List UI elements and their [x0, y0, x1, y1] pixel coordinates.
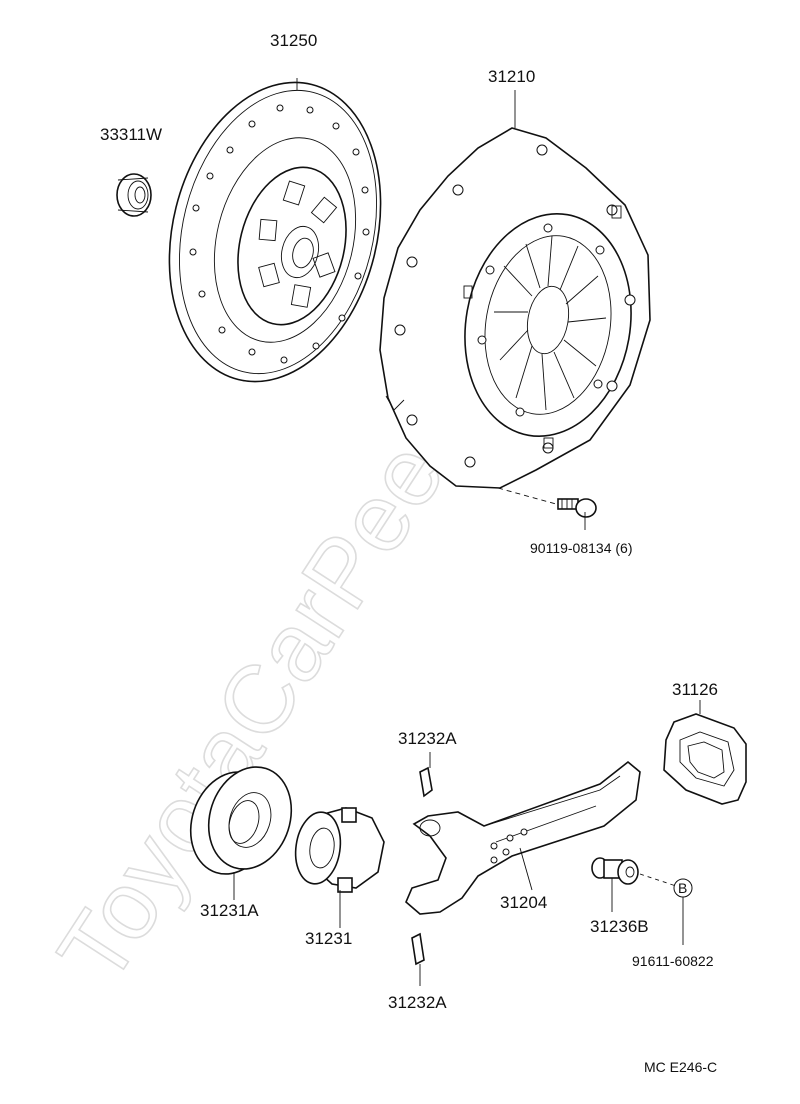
label-31250: 31250: [270, 31, 317, 50]
release-bearing[interactable]: [178, 756, 304, 900]
label-33311w: 33311W: [100, 125, 162, 144]
clip-bottom[interactable]: [411, 932, 425, 986]
diagram-code: MC E246-C: [644, 1059, 717, 1075]
label-31231a: 31231A: [200, 901, 259, 920]
label-31204: 31204: [500, 893, 547, 912]
label-31232a-bottom: 31232A: [388, 993, 447, 1012]
clutch-cover[interactable]: [379, 90, 651, 489]
cover-bolt[interactable]: [497, 487, 597, 530]
label-31126: 31126: [672, 680, 718, 699]
label-31232a-top: 31232A: [398, 729, 457, 748]
release-fork[interactable]: [405, 760, 641, 915]
pilot-bearing[interactable]: [116, 173, 152, 217]
release-hub[interactable]: [291, 807, 385, 928]
ref-mark: B: [678, 880, 687, 896]
grease-reference: B: [673, 878, 693, 945]
dust-boot[interactable]: [663, 700, 747, 805]
clip-top[interactable]: [419, 752, 433, 798]
clutch-disc[interactable]: [139, 60, 410, 404]
label-31236b: 31236B: [590, 917, 649, 936]
label-31210: 31210: [488, 67, 535, 86]
label-31231: 31231: [305, 929, 352, 948]
label-90119-08134: 90119-08134 (6): [530, 540, 632, 556]
label-91611-60822: 91611-60822: [632, 953, 714, 969]
pivot-stud[interactable]: [591, 857, 677, 912]
